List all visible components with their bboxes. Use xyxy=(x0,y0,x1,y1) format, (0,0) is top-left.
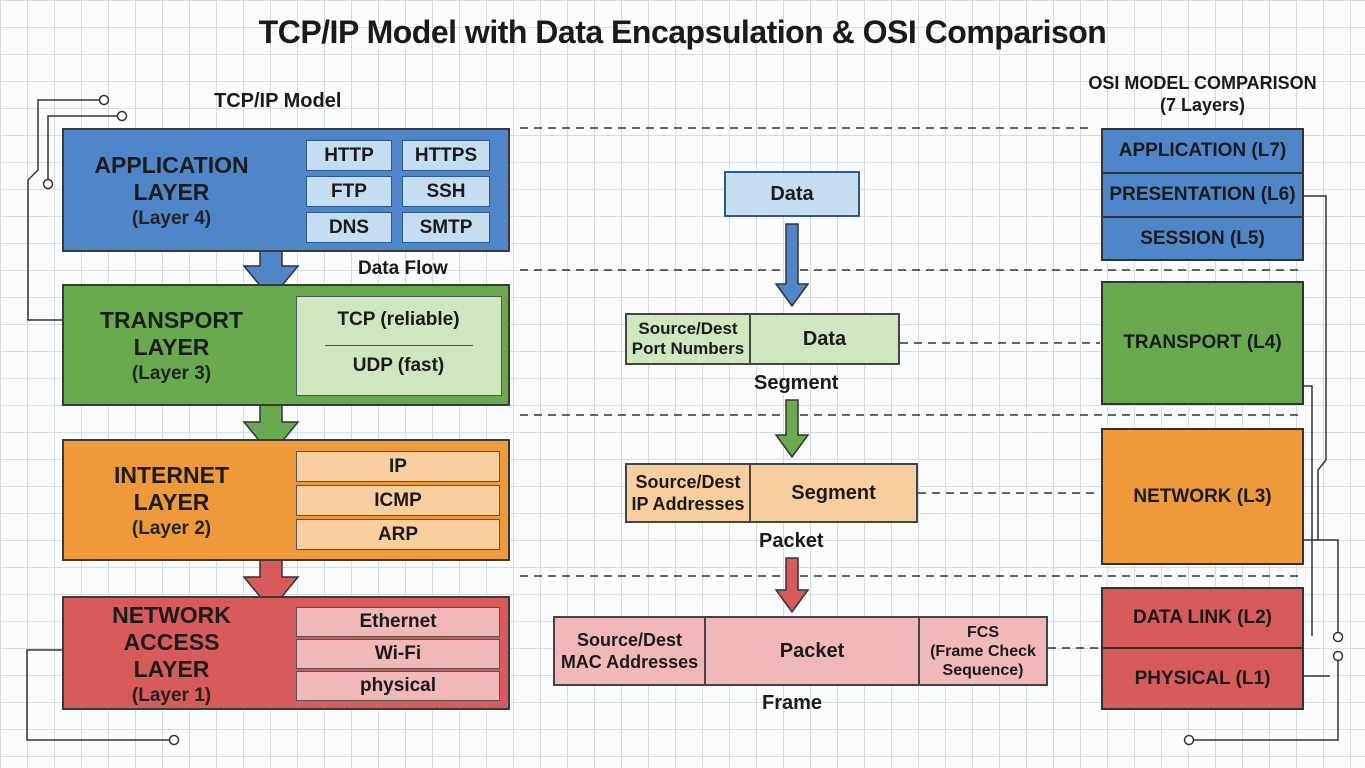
arrow-down-icon xyxy=(774,223,810,308)
layer-number: (Layer 1) xyxy=(131,684,212,706)
layer-name: LAYER xyxy=(133,334,210,360)
frame-trailer-line: (Frame Check xyxy=(930,642,1036,660)
connector-dot-icon xyxy=(98,94,110,106)
osi-layer-session: SESSION (L5) xyxy=(1101,216,1304,261)
tcpip-heading: TCP/IP Model xyxy=(214,90,342,112)
tcpip-network-access-layer: NETWORK ACCESS LAYER (Layer 1) Ethernet … xyxy=(62,596,510,710)
encap-packet-box: Source/Dest IP Addresses Segment xyxy=(625,463,918,523)
osi-layer-transport: TRANSPORT (L4) xyxy=(1101,281,1304,405)
segment-label: Segment xyxy=(754,372,839,394)
osi-layer-data-link: DATA LINK (L2) xyxy=(1101,587,1304,649)
encap-frame-box: Source/Dest MAC Addresses Packet FCS (Fr… xyxy=(553,616,1048,686)
protocol-wifi: Wi-Fi xyxy=(296,639,500,669)
layer-name: TRANSPORT xyxy=(99,307,244,333)
layer-name: LAYER xyxy=(133,489,210,515)
frame-payload: Packet xyxy=(706,618,920,684)
segment-header: Source/Dest Port Numbers xyxy=(627,315,751,363)
osi-heading-line: OSI MODEL COMPARISON xyxy=(1088,73,1317,93)
protocol-physical: physical xyxy=(296,671,500,701)
connector-dot-icon xyxy=(1332,650,1344,662)
protocol-divider xyxy=(325,345,473,346)
protocol-ip: IP xyxy=(296,451,500,482)
osi-layer-physical: PHYSICAL (L1) xyxy=(1101,647,1304,710)
connector-dot-icon xyxy=(116,110,128,122)
layer-number: (Layer 3) xyxy=(131,363,212,384)
packet-header: Source/Dest IP Addresses xyxy=(627,465,751,521)
protocol-https: HTTPS xyxy=(402,140,490,171)
frame-trailer-line: FCS xyxy=(967,623,999,641)
packet-payload: Segment xyxy=(791,481,876,504)
osi-layer-application: APPLICATION (L7) xyxy=(1101,128,1304,174)
connector-dot-icon xyxy=(42,178,54,190)
diagram-title: TCP/IP Model with Data Encapsulation & O… xyxy=(258,14,1107,50)
osi-layer-presentation: PRESENTATION (L6) xyxy=(1101,172,1304,218)
frame-header-line: MAC Addresses xyxy=(560,652,699,672)
segment-header-line: Port Numbers xyxy=(631,339,745,358)
segment-payload: Data xyxy=(802,327,847,350)
tcpip-transport-layer: TRANSPORT LAYER (Layer 3) TCP (reliable)… xyxy=(62,284,510,406)
packet-label: Packet xyxy=(759,530,824,552)
protocol-ssh: SSH xyxy=(402,176,490,207)
layer-number: (Layer 4) xyxy=(131,208,212,229)
osi-layer-network: NETWORK (L3) xyxy=(1101,428,1304,565)
tcpip-application-layer: APPLICATION LAYER (Layer 4) HTTP HTTPS F… xyxy=(62,128,510,252)
arrow-down-icon xyxy=(774,557,810,614)
transport-protocol-box: TCP (reliable) UDP (fast) xyxy=(296,296,502,396)
protocol-http: HTTP xyxy=(306,140,392,171)
layer-name: APPLICATION xyxy=(94,152,249,178)
frame-header-line: Source/Dest xyxy=(576,630,683,650)
packet-header-line: Source/Dest xyxy=(635,472,741,492)
arrow-down-icon xyxy=(774,399,810,459)
connector-dot-icon xyxy=(1332,631,1344,643)
layer-name: LAYER xyxy=(133,655,210,682)
connector-dot-icon xyxy=(168,734,180,746)
osi-heading: OSI MODEL COMPARISON (7 Layers) xyxy=(1080,72,1325,116)
data-flow-label: Data Flow xyxy=(358,258,448,279)
segment-header-line: Source/Dest xyxy=(638,319,738,338)
protocol-ethernet: Ethernet xyxy=(296,607,500,637)
layer-name: NETWORK ACCESS xyxy=(112,601,231,655)
connector-dot-icon xyxy=(1183,734,1195,746)
frame-header: Source/Dest MAC Addresses xyxy=(555,618,706,684)
protocol-arp: ARP xyxy=(296,519,500,550)
layer-name: LAYER xyxy=(133,179,210,205)
protocol-smtp: SMTP xyxy=(402,212,490,243)
encap-data-box: Data xyxy=(724,171,860,217)
layer-number: (Layer 2) xyxy=(131,518,212,539)
protocol-tcp: TCP (reliable) xyxy=(337,309,460,330)
frame-trailer-line: Sequence) xyxy=(942,661,1024,679)
encap-segment-box: Source/Dest Port Numbers Data xyxy=(625,313,900,365)
frame-label: Frame xyxy=(762,692,823,714)
protocol-icmp: ICMP xyxy=(296,485,500,516)
packet-header-line: IP Addresses xyxy=(631,494,745,514)
protocol-ftp: FTP xyxy=(306,176,392,207)
protocol-udp: UDP (fast) xyxy=(352,355,445,376)
tcpip-internet-layer: INTERNET LAYER (Layer 2) IP ICMP ARP xyxy=(62,439,510,561)
osi-heading-line: (7 Layers) xyxy=(1159,95,1246,115)
protocol-dns: DNS xyxy=(306,212,392,243)
layer-name: INTERNET xyxy=(114,462,229,488)
frame-trailer: FCS (Frame Check Sequence) xyxy=(920,618,1046,684)
